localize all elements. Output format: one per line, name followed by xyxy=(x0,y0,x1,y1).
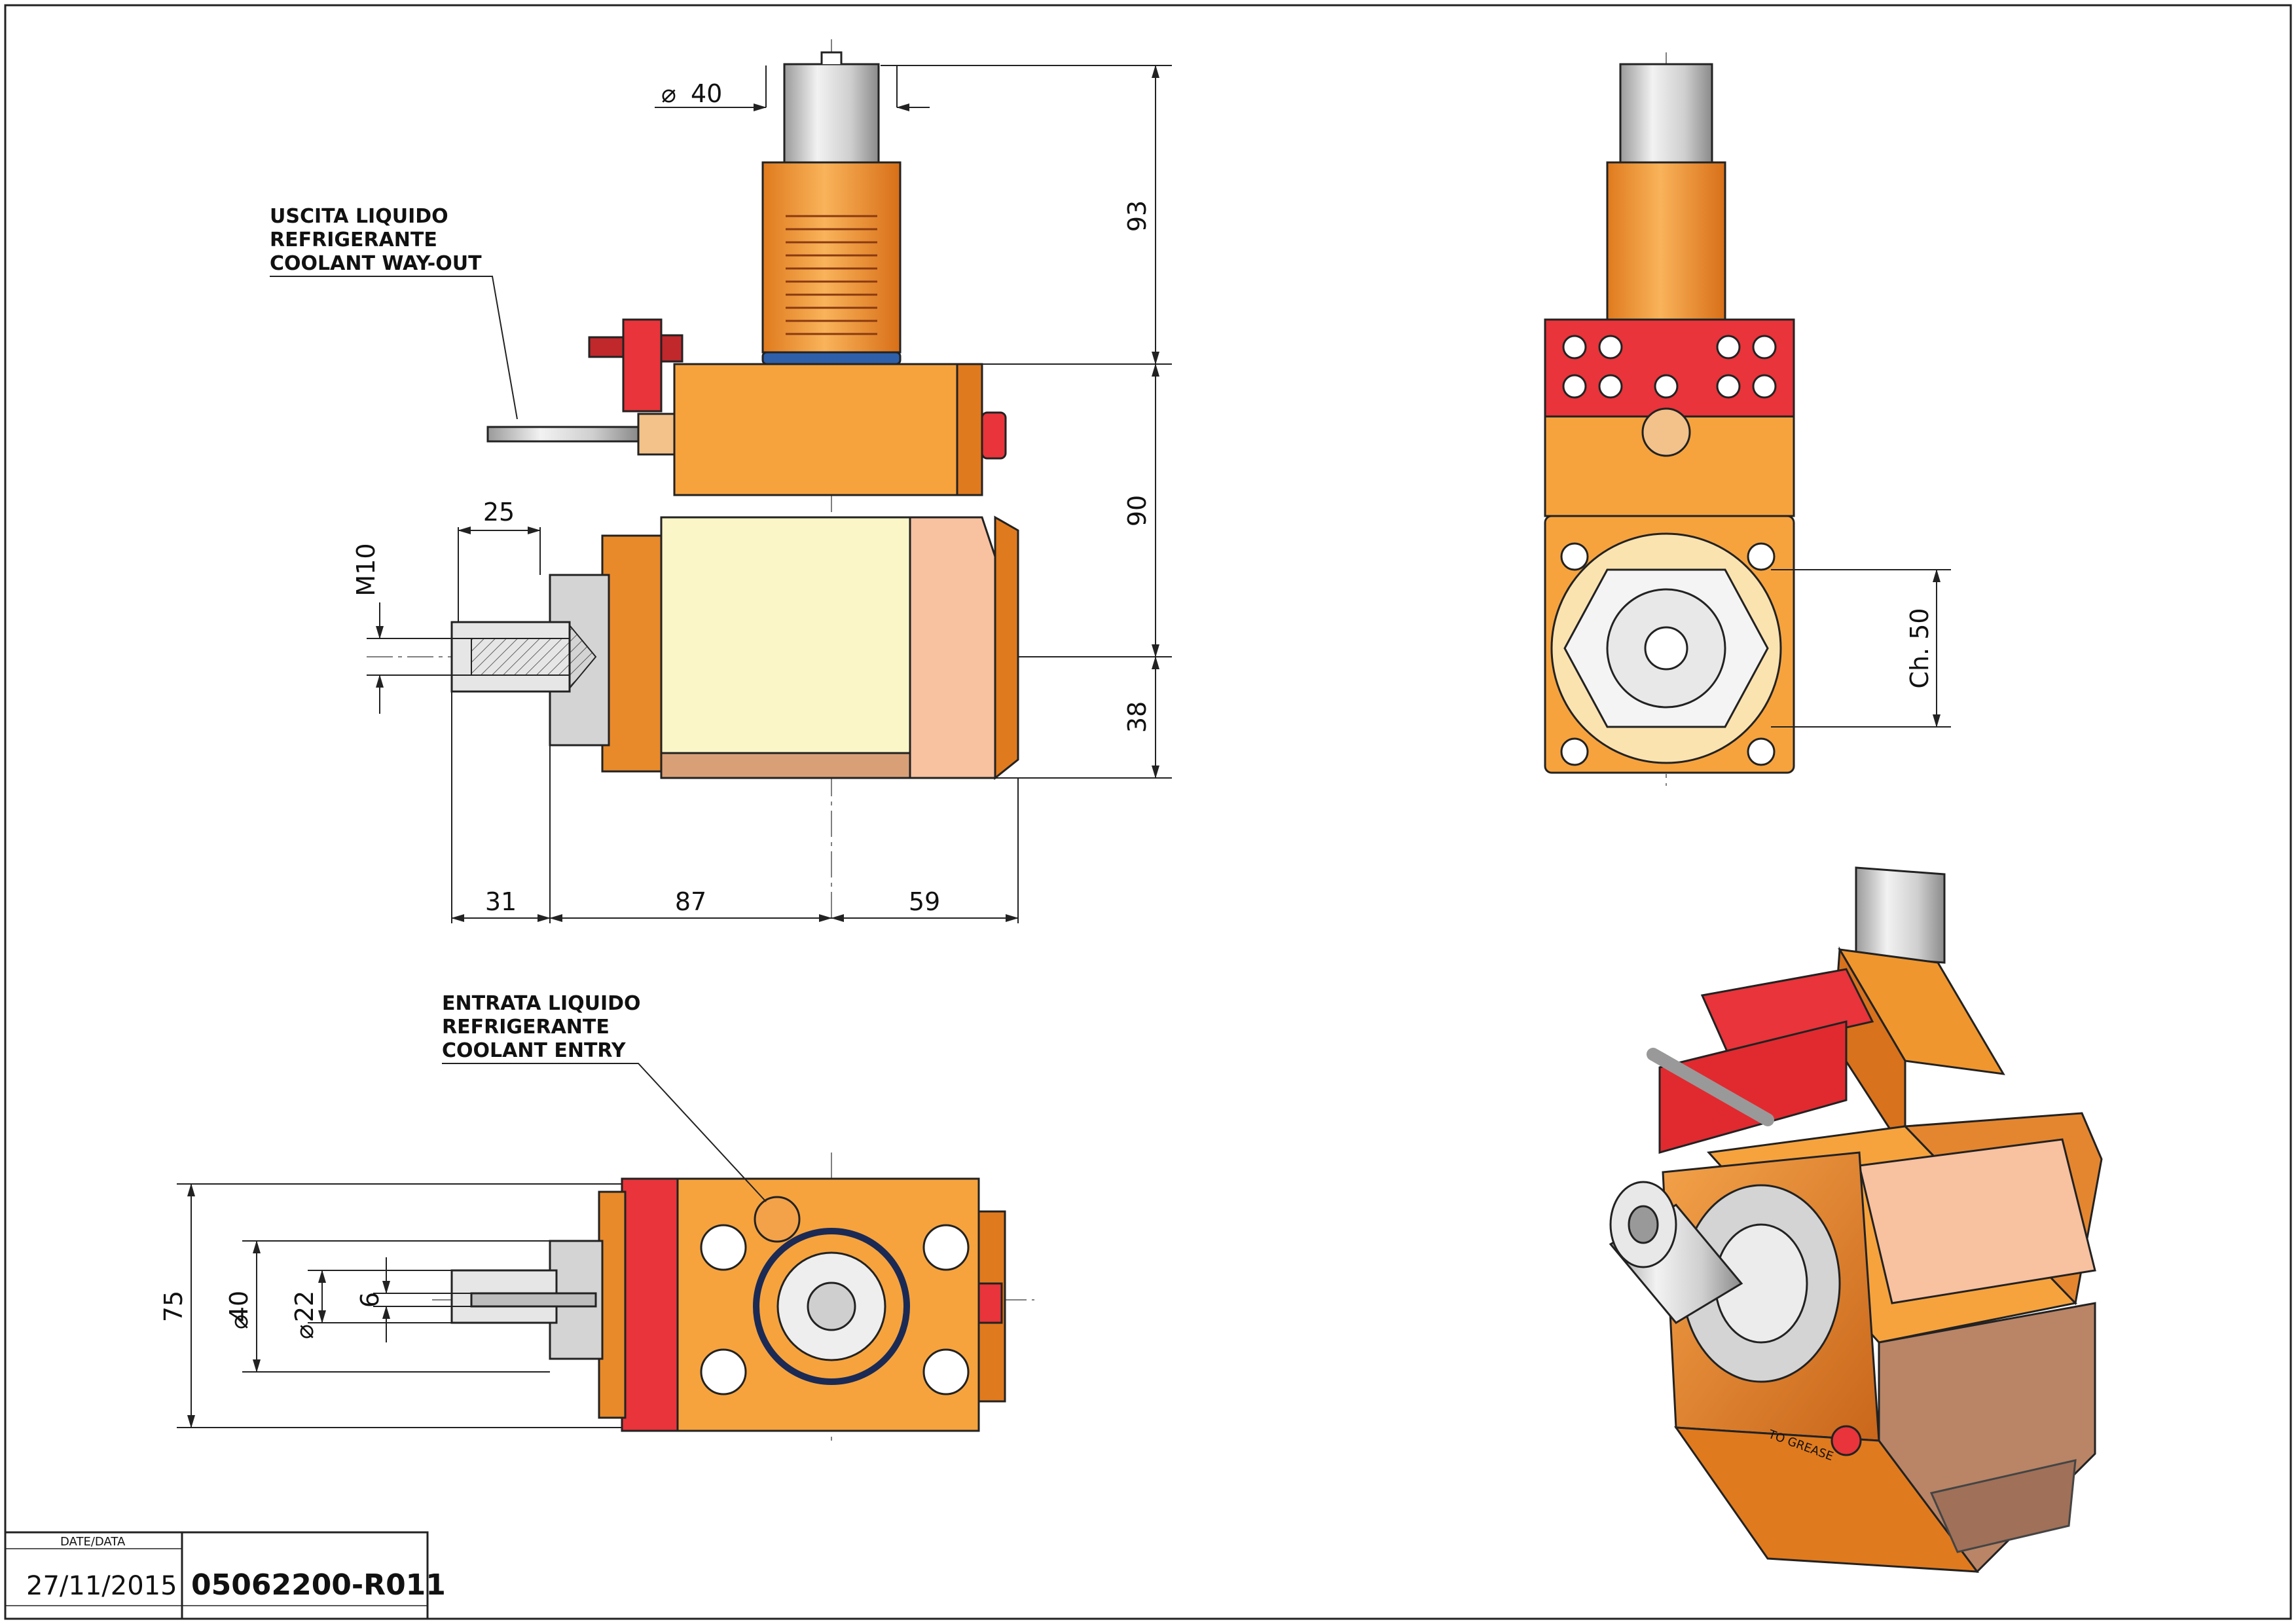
top-view: 75 ⌀ 40 ⌀ 22 6 ENTRATA LIQUIDO REFRIGERA… xyxy=(159,992,1034,1441)
note-coolant-in-it-2: REFRIGERANTE xyxy=(442,1016,610,1039)
title-block-date-label: DATE/DATA xyxy=(60,1535,126,1549)
flange-left xyxy=(601,534,669,773)
dim-key-width: 6 xyxy=(355,1292,384,1308)
coolant-outlet-pipe xyxy=(486,426,640,443)
leader-coolant-in xyxy=(442,1063,767,1202)
o-ring-blue xyxy=(761,351,902,365)
dim-shaft-diameter-symbol: ⌀ xyxy=(661,79,676,108)
side-collet xyxy=(1619,63,1713,164)
side-coolant-block xyxy=(1544,318,1795,418)
iso-coolant-pipe xyxy=(1647,1048,1774,1126)
dim-diam-outer-symbol: ⌀ xyxy=(225,1314,253,1329)
coolant-entry-port xyxy=(754,1196,801,1243)
coolant-fitting xyxy=(637,413,676,456)
dim-thread: M10 xyxy=(352,543,380,596)
dim-width-total: 75 xyxy=(159,1291,188,1322)
isometric-view: TO GREASE xyxy=(1609,866,2103,1574)
side-coolant-fitting xyxy=(1641,407,1691,457)
side-plate xyxy=(909,516,996,779)
shaft-housing xyxy=(761,161,902,354)
iso-side-plate xyxy=(1858,1138,2096,1304)
note-coolant-out-it-1: USCITA LIQUIDO xyxy=(270,205,448,228)
dim-len-right: 59 xyxy=(909,887,940,916)
iso-collet xyxy=(1855,866,1946,964)
sheet-border xyxy=(4,4,2292,1620)
iso-coolant-block xyxy=(1700,968,1874,1056)
top-coolant-block xyxy=(621,1177,679,1432)
dim-shank-length: 25 xyxy=(483,498,515,526)
grease-plug xyxy=(981,411,1007,460)
title-block: DATE/DATA 27/11/2015 05062200-R011 xyxy=(4,1531,446,1620)
dim-len-left: 31 xyxy=(485,887,517,916)
dim-len-mid: 87 xyxy=(675,887,706,916)
dim-shaft-diameter: 40 xyxy=(691,79,722,108)
side-shaft-housing xyxy=(1606,161,1726,321)
note-coolant-out-it-2: REFRIGERANTE xyxy=(270,229,437,251)
dim-height-low: 38 xyxy=(1123,701,1152,733)
iso-grease-point xyxy=(1831,1425,1862,1456)
gear-housing xyxy=(660,516,911,774)
dim-diam-inner-symbol: ⌀ xyxy=(290,1324,319,1339)
title-block-date: 27/11/2015 xyxy=(26,1571,177,1601)
front-view: ⌀ 40 93 90 38 M10 25 31 87 59 xyxy=(270,39,1172,923)
dim-diam-inner: 22 xyxy=(290,1291,319,1322)
dim-height-top: 93 xyxy=(1123,200,1152,232)
note-coolant-out-en: COOLANT WAY-OUT xyxy=(270,252,482,275)
note-coolant-in-en: COOLANT ENTRY xyxy=(442,1039,627,1062)
dim-height-mid: 90 xyxy=(1123,495,1152,526)
coolant-block xyxy=(622,318,663,413)
side-view: Ch. 50 xyxy=(1544,52,1951,786)
collet-nut xyxy=(783,63,880,164)
leader-coolant-out xyxy=(270,276,518,420)
dim-wrench-flat: Ch. 50 xyxy=(1905,608,1934,688)
upper-body xyxy=(673,363,983,496)
title-block-code: 05062200-R011 xyxy=(191,1568,446,1602)
note-coolant-in-it-1: ENTRATA LIQUIDO xyxy=(442,992,641,1015)
dim-diam-outer: 40 xyxy=(225,1291,253,1322)
